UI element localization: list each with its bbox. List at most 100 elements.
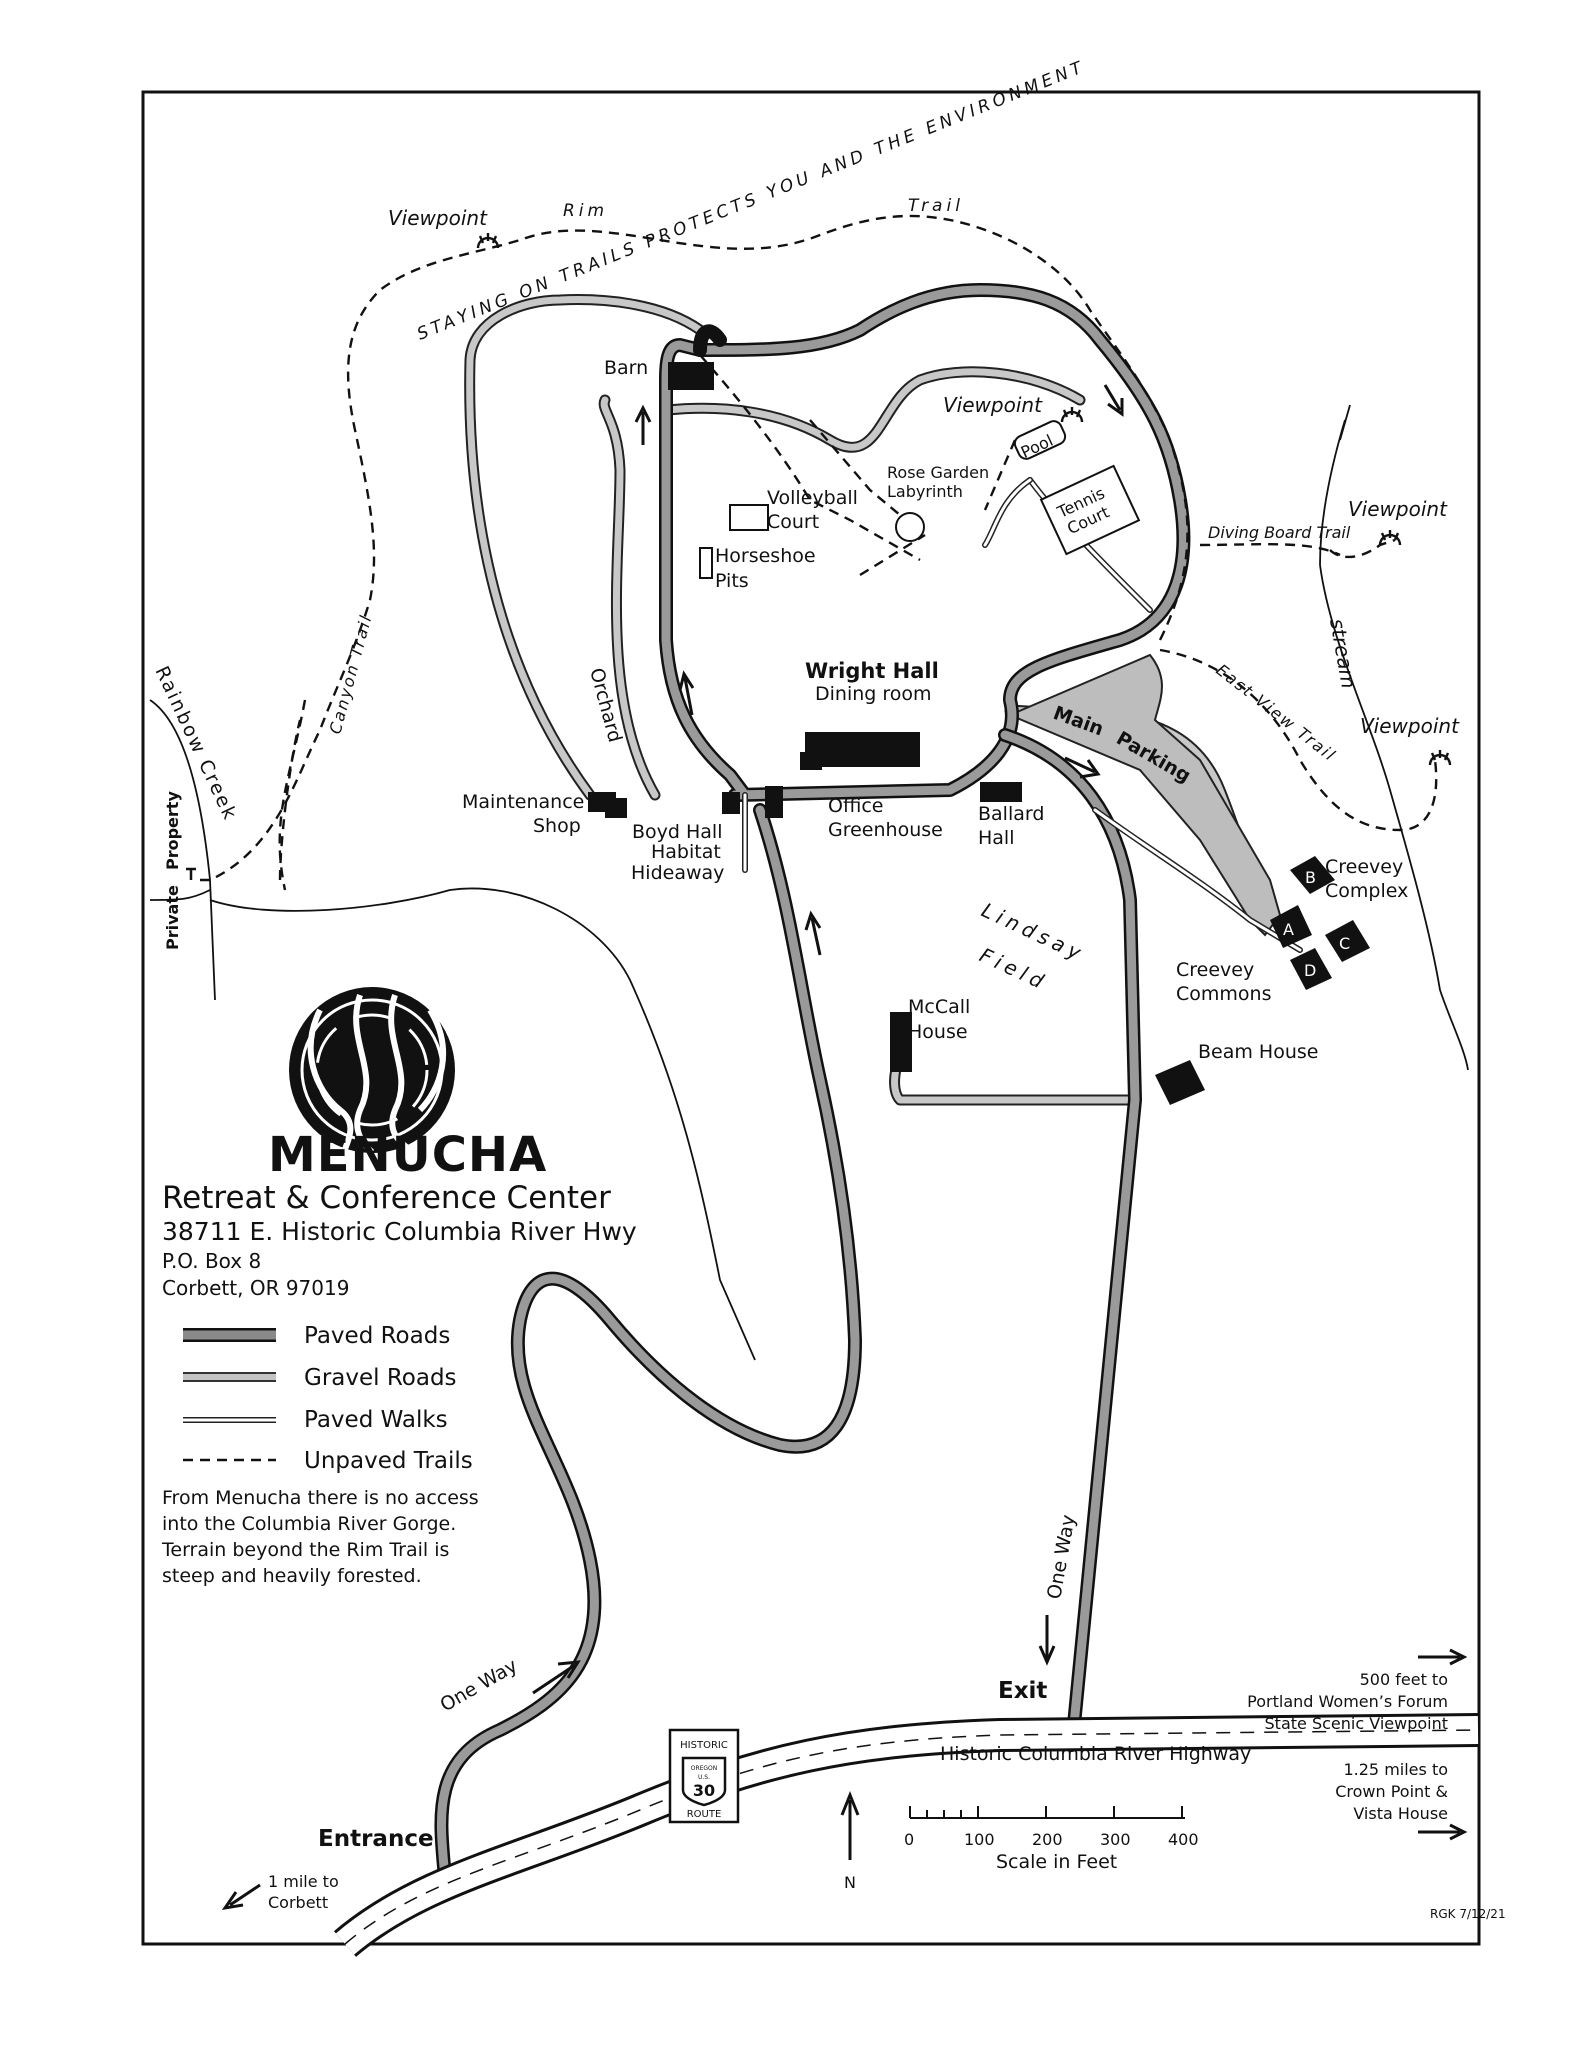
highway-label: Historic Columbia River Highway [940,1743,1251,1765]
office-building [765,786,783,818]
shield-text: OREGON [691,1765,718,1772]
unpaved-trails [200,214,1438,891]
entrance-label: Entrance [318,1826,434,1852]
viewpoint-icon [1428,750,1452,766]
creevey-commons-label: Commons [1176,983,1271,1005]
horseshoe-label: Horseshoe [715,545,816,567]
paved-roads [434,283,1191,1885]
legend-label: Paved Roads [304,1323,450,1349]
creevey-complex-label: Complex [1325,880,1408,902]
address-line: 38711 E. Historic Columbia River Hwy [162,1217,637,1246]
barn-label: Barn [604,357,648,379]
creevey-commons-label: Creevey [1176,959,1254,981]
scale-tick-label: 200 [1032,1830,1063,1849]
rim-trail-label: Rim [563,201,608,221]
diving-board-trail-label: Diving Board Trail [1208,523,1351,542]
crown-point-label: Vista House [1353,1804,1448,1823]
portland-label: 500 feet to [1360,1670,1448,1689]
viewpoint-icon [476,233,500,249]
corbett-label: Corbett [268,1893,328,1912]
horseshoe-pits [699,547,713,579]
viewpoint-label: Viewpoint [1360,714,1460,738]
maintenance-shop-building-2 [605,798,627,818]
habitat-label: Habitat [651,841,721,863]
tennis-court [1039,464,1141,556]
beam-house-building [1155,1060,1205,1105]
creevey-b-label: B [1305,868,1316,887]
creevey-b-building [1290,856,1335,894]
viewpoint-label: Viewpoint [943,393,1043,417]
maintenance-shop-label: Maintenance [462,791,584,813]
highway [333,1713,1479,1958]
boyd-hall-label: Boyd Hall [632,821,723,843]
creevey-a-building [1270,905,1312,948]
creevey-d-building [1290,948,1332,990]
scale-title: Scale in Feet [996,1851,1117,1873]
legend-note-line: into the Columbia River Gorge. [162,1513,456,1535]
ballard-hall-label: Hall [978,827,1015,849]
north-label: N [844,1873,856,1892]
viewpoint-label: Viewpoint [388,206,488,230]
beam-house-label: Beam House [1198,1041,1318,1063]
wright-hall-wing [800,752,822,770]
creevey-complex-label: Creevey [1325,856,1403,878]
crown-point-label: Crown Point & [1335,1782,1448,1801]
creevey-d-label: D [1304,961,1316,980]
lindsay-field-label: Field [976,943,1052,995]
greenhouse-label: Greenhouse [828,819,943,841]
legend-label: Gravel Roads [304,1365,457,1391]
address-line: Corbett, OR 97019 [162,1276,349,1300]
creevey-c-label: C [1339,934,1350,953]
ballard-hall-label: Ballard [978,803,1044,825]
direction-arrows [221,384,1468,1911]
mccall-house-building [890,1012,912,1072]
dining-room-label: Dining room [815,683,932,705]
legend-label: Unpaved Trails [304,1448,473,1474]
viewpoint-icon [1378,530,1402,546]
scale-tick-label: 400 [1168,1830,1199,1849]
streams [149,404,1469,1361]
private-property-label: Property [163,791,182,870]
property-marker [186,867,196,880]
shield-text: U.S. [698,1774,710,1781]
stream-label: stream [1325,617,1361,691]
one-way-label: One Way [1043,1513,1079,1601]
address-line: P.O. Box 8 [162,1249,261,1273]
legend-note-line: Terrain beyond the Rim Trail is [161,1539,449,1561]
rim-trail-label: Trail [908,196,964,216]
corbett-label: 1 mile to [268,1872,339,1891]
boyd-hall-building [722,792,740,814]
ballard-hall-building [980,782,1022,802]
wright-hall-building [805,732,920,767]
private-property-label: Private [163,885,182,950]
shield-text: 30 [693,1781,715,1800]
wright-hall-label: Wright Hall [805,659,939,683]
east-view-trail-label: East View Trail [1213,660,1340,765]
pool [1013,420,1067,460]
legend-note-line: steep and heavily forested. [162,1565,422,1587]
rose-garden-labyrinth [895,512,925,542]
credit-label: RGK 7/12/21 [1430,1907,1506,1921]
scale-bar [909,1806,1185,1819]
viewpoint-icons [476,233,1452,766]
legend-swatches [183,1328,276,1462]
barn-building [668,362,714,390]
north-arrow-icon [840,1790,860,1860]
shield-text: ROUTE [687,1809,722,1820]
scale-tick-label: 100 [964,1830,995,1849]
exit-label: Exit [998,1678,1047,1704]
maintenance-shop-label: Shop [533,815,581,837]
one-way-label: One Way [437,1655,522,1717]
office-label: Office [828,795,883,817]
portland-label: Portland Women’s Forum [1247,1692,1448,1711]
legend-note-line: From Menucha there is no access [162,1487,479,1509]
menucha-logo [289,987,455,1155]
org-name: MENUCHA [268,1127,547,1183]
north-arrow-stream [1339,404,1351,441]
viewpoint-icon [1060,407,1084,423]
buildings [588,362,1370,1105]
staying-on-trails-message: STAYING ON TRAILS PROTECTS YOU AND THE E… [414,57,1088,345]
horseshoe-label: Pits [715,570,749,592]
mccall-house-label: House [908,1021,968,1043]
